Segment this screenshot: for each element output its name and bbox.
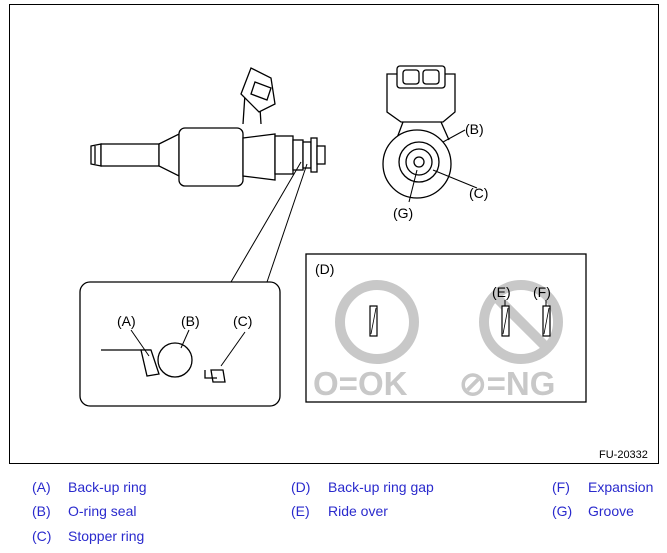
legend-text: O-ring seal: [68, 503, 137, 519]
legend-item-e: (E) Ride over: [291, 503, 388, 519]
legend-text: Back-up ring: [68, 479, 147, 495]
legend-text: Ride over: [328, 503, 388, 519]
zoom-leader-left: [230, 161, 302, 283]
label-end-c: (C): [469, 185, 488, 201]
legend-item-g: (G) Groove: [552, 503, 634, 519]
injector-drawing: [90, 67, 326, 187]
legend-code: (F): [552, 479, 570, 495]
label-a: (A): [117, 313, 136, 329]
leader-b: [180, 329, 190, 349]
leader-end-g: [408, 169, 418, 203]
ng-circle-icon: [479, 280, 563, 364]
legend-text: Stopper ring: [68, 528, 145, 544]
legend-item-b: (B) O-ring seal: [32, 503, 136, 519]
legend-code: (C): [32, 528, 52, 544]
label-end-b: (B): [465, 121, 484, 137]
label-c: (C): [233, 313, 252, 329]
label-g: (G): [393, 205, 413, 221]
label-d: (D): [315, 261, 334, 277]
legend-code: (A): [32, 479, 51, 495]
legend-code: (D): [291, 479, 311, 495]
legend-item-a: (A) Back-up ring: [32, 479, 147, 495]
gap-check-box: [305, 253, 587, 403]
ok-circle-icon: [335, 280, 419, 364]
legend-code: (G): [552, 503, 573, 519]
leader-a: [130, 329, 150, 357]
figure-id: FU-20332: [599, 449, 648, 461]
legend-code: (E): [291, 503, 310, 519]
label-b: (B): [181, 313, 200, 329]
legend-code: (B): [32, 503, 51, 519]
ok-caption: O=OK: [313, 365, 408, 402]
leader-end-c: [432, 169, 478, 189]
legend: (A) Back-up ring (B) O-ring seal (C) Stoppe…: [0, 474, 667, 553]
ng-caption: ⊘=NG: [459, 365, 555, 402]
legend-text: Back-up ring gap: [328, 479, 434, 495]
leader-c: [220, 331, 246, 367]
ng-slash-icon: [491, 292, 551, 352]
label-f: (F): [533, 284, 551, 300]
seal-detail-drawing: [101, 342, 226, 383]
legend-text: Expansion: [588, 479, 654, 495]
leader-end-b: [442, 129, 466, 143]
legend-text: Groove: [588, 503, 634, 519]
label-e: (E): [492, 284, 511, 300]
zoom-leader-right: [266, 163, 308, 283]
injector-end-view: [382, 65, 456, 199]
legend-item-d: (D) Back-up ring gap: [291, 479, 434, 495]
legend-item-c: (C) Stopper ring: [32, 528, 144, 544]
diagram-figure: (A) (B) (C) (B) (C) (G) (D) (E) (F) O=OK…: [9, 4, 659, 464]
legend-item-f: (F) Expansion: [552, 479, 653, 495]
